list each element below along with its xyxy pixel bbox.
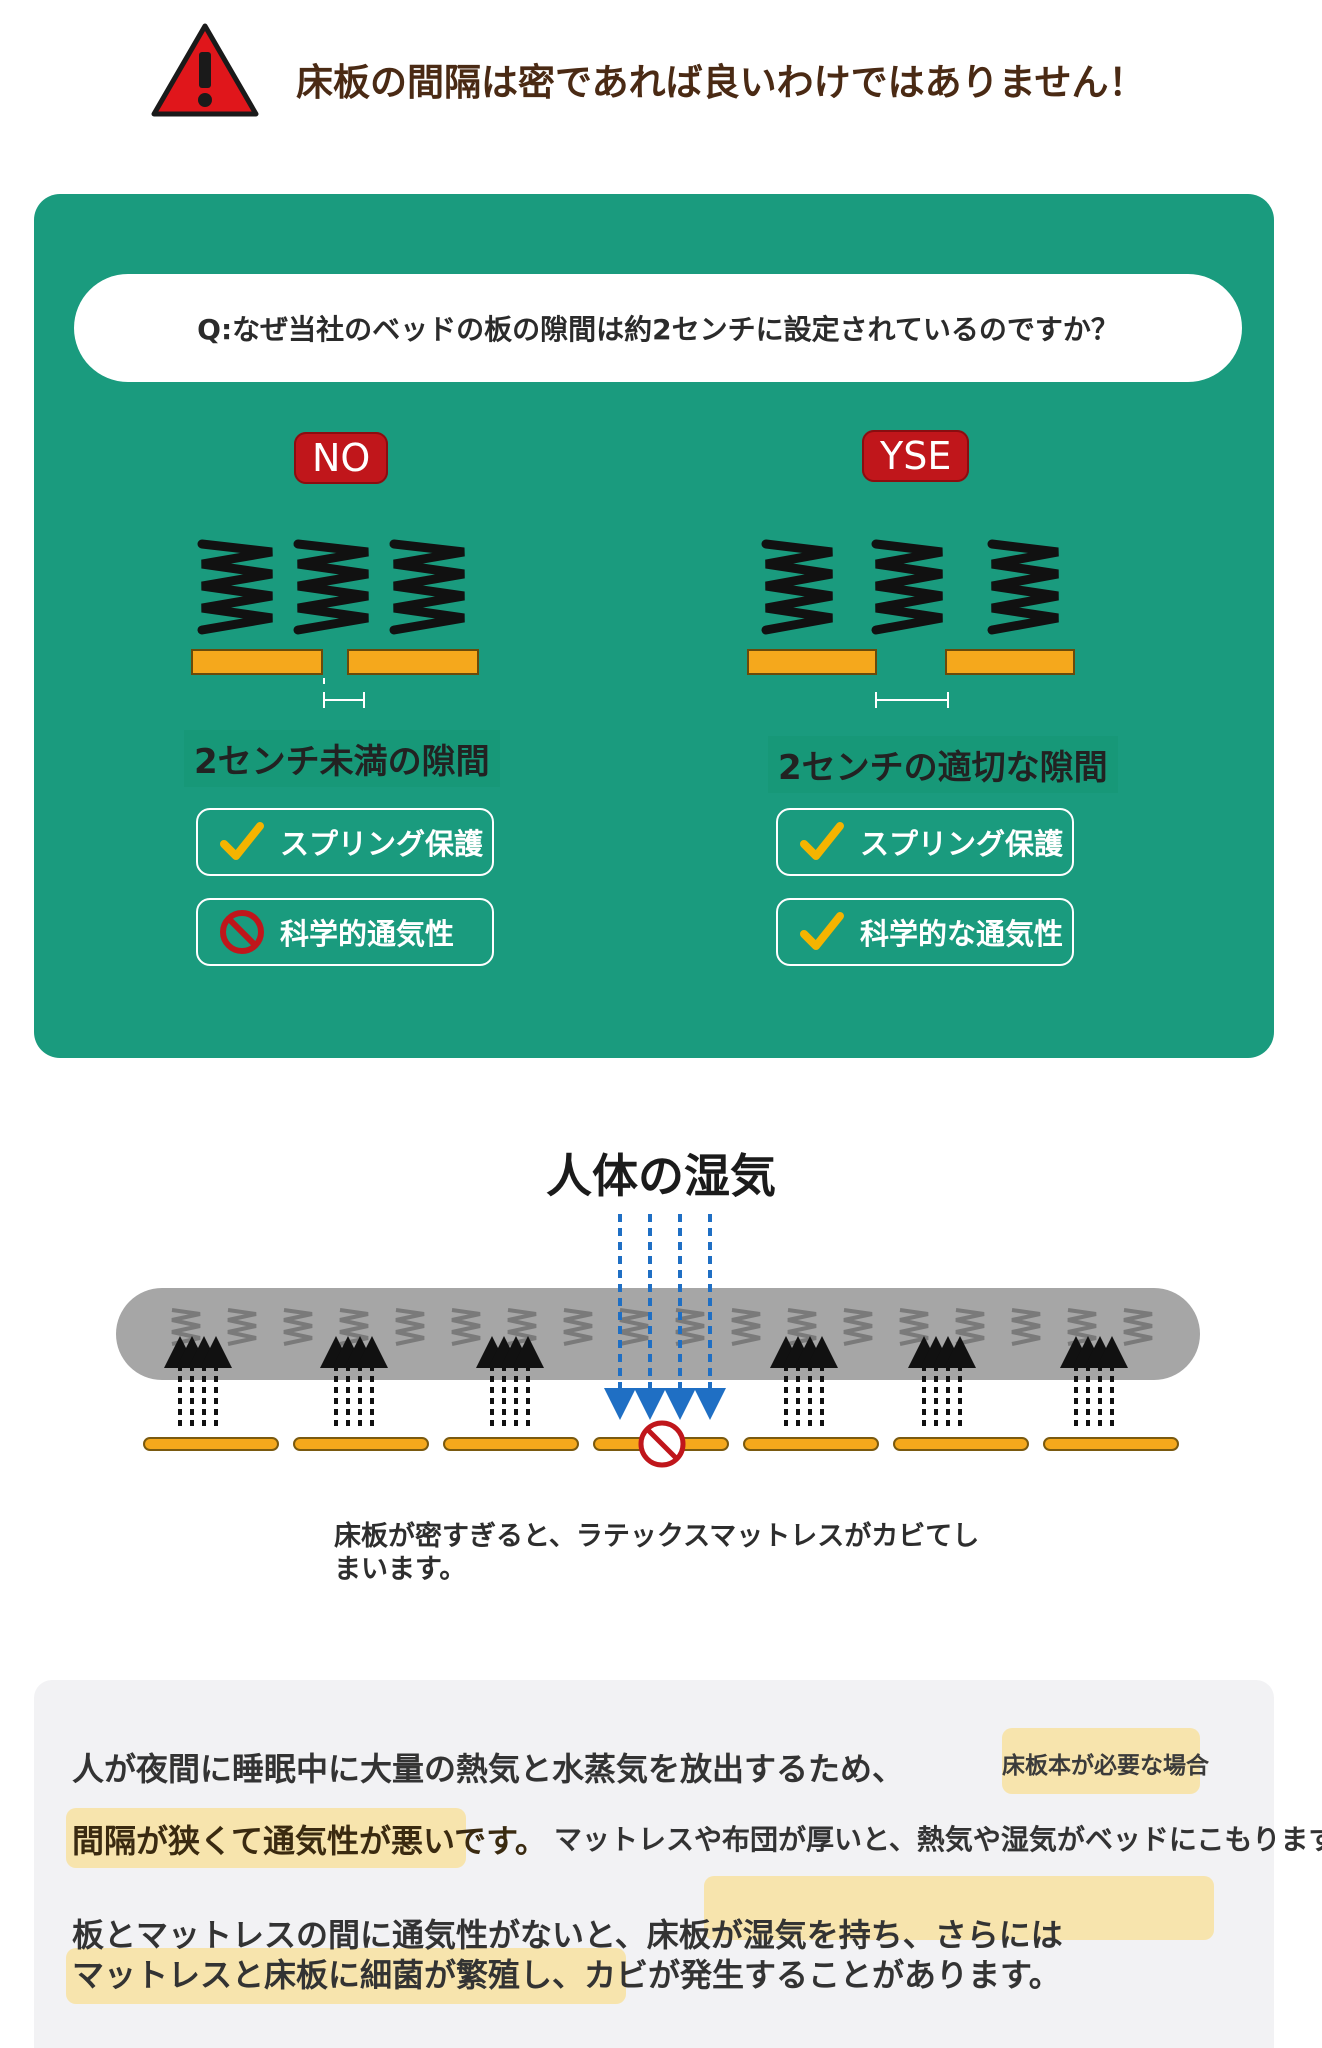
- explanation-line: マットレスや布団が厚いと、熱気や湿気がベッドにこもります。: [554, 1823, 1322, 1856]
- mattress: [116, 1288, 1200, 1380]
- bed-slat: [443, 1437, 579, 1451]
- highlight: [1002, 1728, 1200, 1794]
- yes-feature-spring-protection: スプリング保護: [776, 808, 1074, 876]
- highlight: [66, 1808, 466, 1868]
- bed-slat: [945, 649, 1075, 675]
- header: 床板の間隔は密であれば良いわけではありません！: [0, 0, 1322, 170]
- spring-icon: [389, 539, 465, 635]
- proper-gap-springs-illustration: [747, 539, 1075, 675]
- diagram-caption: 床板が密すぎると、ラテックスマットレスがカビてしまいます。: [334, 1521, 980, 1585]
- explanation-line: マットレスと床板に細菌が繁殖し、カビが発生することがあります。: [72, 1956, 1061, 1994]
- check-icon: [800, 822, 844, 860]
- feature-label: 科学的な通気性: [860, 917, 1064, 951]
- feature-label: 科学的通気性: [280, 917, 455, 951]
- yes-feature-ventilation: 科学的な通気性: [776, 898, 1074, 966]
- no-feature-spring-protection: スプリング保護: [196, 808, 494, 876]
- feature-label: スプリング保護: [860, 827, 1064, 861]
- comparison-panel: Q:なぜ当社のベッドの板の隙間は約2センチに設定されているのですか？ NO YS…: [34, 194, 1274, 1058]
- highlight: [66, 1948, 626, 2004]
- yes-badge: YSE: [862, 430, 970, 482]
- narrow-gap-label: 2センチ未満の隙間: [184, 730, 500, 787]
- bed-slat: [347, 649, 479, 675]
- page-title: 床板の間隔は密であれば良いわけではありません！: [296, 61, 1146, 104]
- question-text: Q:なぜ当社のベッドの板の隙間は約2センチに設定されているのですか？: [197, 313, 1119, 346]
- bed-slat: [143, 1437, 279, 1451]
- airflow-arrows: [164, 1336, 1128, 1426]
- check-icon: [800, 912, 844, 950]
- no-feature-ventilation: 科学的通気性: [196, 898, 494, 966]
- prohibited-icon: [638, 1420, 686, 1468]
- spring-icon: [871, 539, 943, 635]
- bed-slat: [747, 649, 877, 675]
- feature-label: スプリング保護: [280, 827, 484, 861]
- question-bar: Q:なぜ当社のベッドの板の隙間は約2センチに設定されているのですか？: [74, 274, 1242, 382]
- explanation-line: 板とマットレスの間に通気性がないと、床板が湿気を持ち、さらには: [72, 1916, 1063, 1954]
- spring-icon: [197, 539, 273, 635]
- narrow-gap-springs-illustration: [191, 539, 479, 684]
- spring-icon: [293, 539, 369, 635]
- proper-gap-marker: [875, 692, 949, 708]
- explanation-line: 人が夜間に睡眠中に大量の熱気と水蒸気を放出するため、: [72, 1750, 905, 1788]
- bed-slat: [1043, 1437, 1179, 1451]
- spring-icon: [761, 539, 833, 635]
- bed-slat: [893, 1437, 1029, 1451]
- no-badge: NO: [294, 432, 389, 484]
- spring-icon: [987, 539, 1059, 635]
- bed-slat: [743, 1437, 879, 1451]
- check-icon: [220, 822, 264, 860]
- prohibited-icon: [220, 910, 264, 954]
- bed-slat: [293, 1437, 429, 1451]
- diagram-title: 人体の湿気: [546, 1149, 776, 1203]
- proper-gap-label: 2センチの適切な隙間: [768, 736, 1118, 793]
- moisture-arrows: [604, 1214, 726, 1420]
- explanation-card: 人が夜間に睡眠中に大量の熱気と水蒸気を放出するため、 床板本が必要な場合 間隔が…: [34, 1680, 1322, 2048]
- narrow-gap-marker: [323, 692, 365, 708]
- explanation-line: 間隔が狭くて通気性が悪いです。: [72, 1822, 547, 1860]
- bed-slat: [191, 649, 323, 675]
- bed-slats: [143, 1437, 1179, 1451]
- highlight: [704, 1876, 1214, 1940]
- explanation-note: 床板本が必要な場合: [1002, 1753, 1209, 1779]
- moisture-diagram: [116, 1214, 1200, 1468]
- warning-triangle-icon: [151, 23, 259, 117]
